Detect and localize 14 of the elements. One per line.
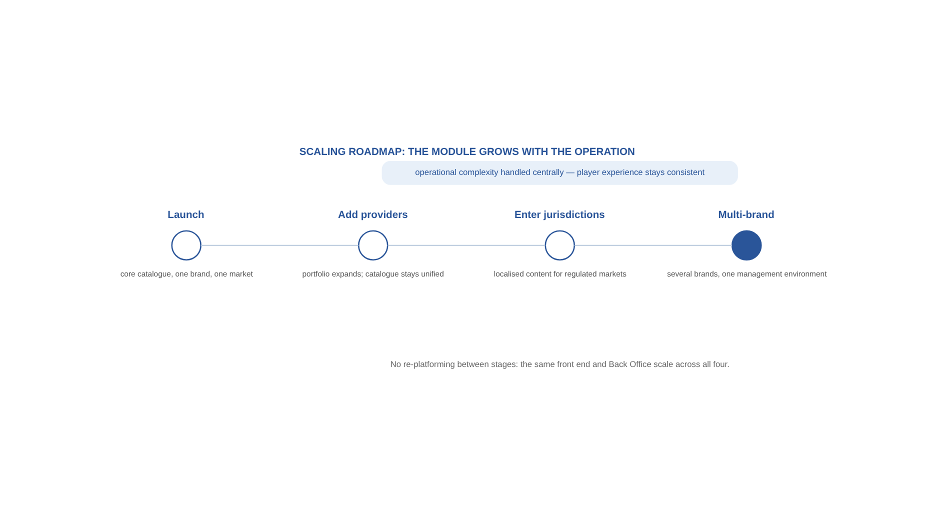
node-label: Launch <box>167 210 204 221</box>
node-circle <box>170 230 201 260</box>
node-label: Add providers <box>338 210 408 221</box>
node-box: operational complexity handled centrally — player experience stays consistent <box>381 160 738 184</box>
diagram-title: SCALING ROADMAP: THE MODULE GROWS WITH THE OPERATION <box>298 146 634 158</box>
node-circle <box>357 230 388 260</box>
node-label: Enter jurisdictions <box>514 210 604 221</box>
connector <box>574 244 732 246</box>
node-circle <box>731 230 762 260</box>
node-label: Multi-brand <box>718 210 774 221</box>
caption: No re-platforming between stages: the same front end and Back Office scale across all four. <box>390 358 729 369</box>
connector <box>386 244 546 246</box>
node-circle <box>544 230 575 260</box>
connector <box>200 244 358 246</box>
